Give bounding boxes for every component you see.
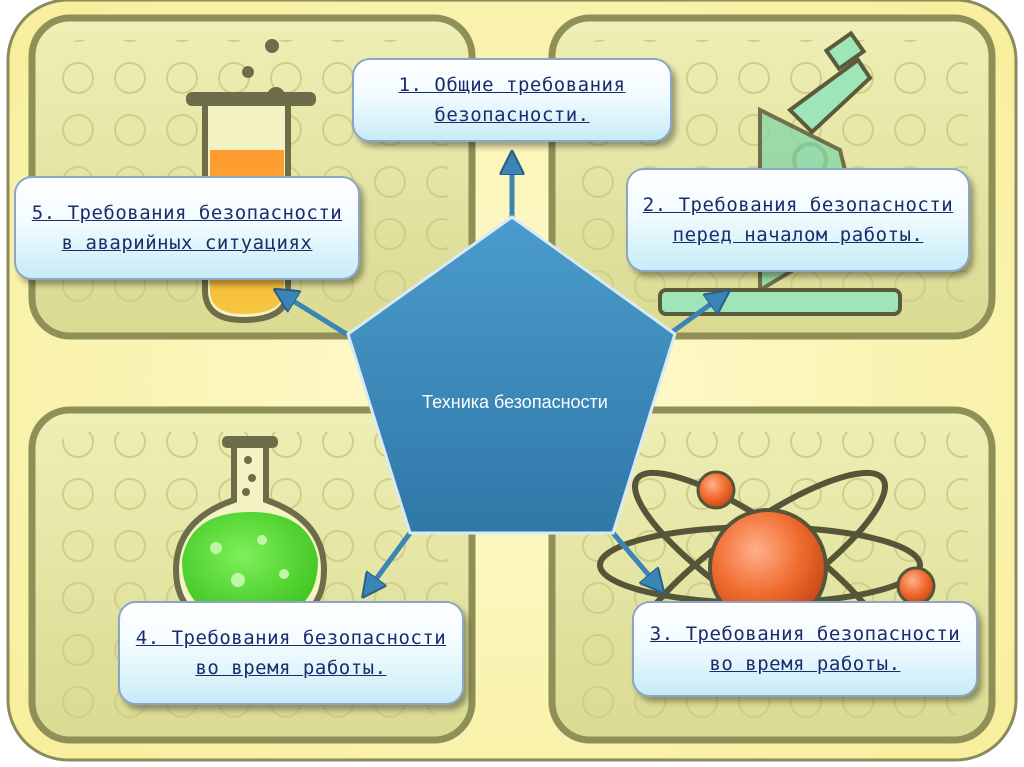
card-1-label: 1. Общие требования безопасности. (398, 74, 626, 126)
flask-icon (172, 436, 328, 632)
arrows (282, 160, 722, 590)
card-during-work-left: 4. Требования безопасности во время рабо… (118, 601, 464, 705)
card-5-label: 5. Требования безопасности в аварийных с… (31, 202, 343, 254)
card-during-work-right: 3. Требования безопасности во время рабо… (632, 601, 978, 697)
card-3-label: 3. Требования безопасности во время рабо… (649, 623, 961, 675)
arrow-to-card-3 (611, 531, 658, 586)
card-before-work: 2. Требования безопасности перед началом… (626, 168, 970, 272)
arrow-to-card-4 (368, 531, 413, 590)
card-2-label: 2. Требования безопасности перед началом… (642, 194, 954, 246)
card-emergency: 5. Требования безопасности в аварийных с… (14, 176, 360, 280)
center-title: Техника безопасности (422, 392, 608, 412)
arrow-to-card-2 (666, 296, 722, 338)
card-general-requirements: 1. Общие требования безопасности. (352, 58, 672, 142)
atom-icon (597, 469, 936, 661)
arrow-to-card-5 (282, 294, 350, 338)
card-4-label: 4. Требования безопасности во время рабо… (135, 627, 447, 679)
center-pentagon (346, 215, 677, 535)
